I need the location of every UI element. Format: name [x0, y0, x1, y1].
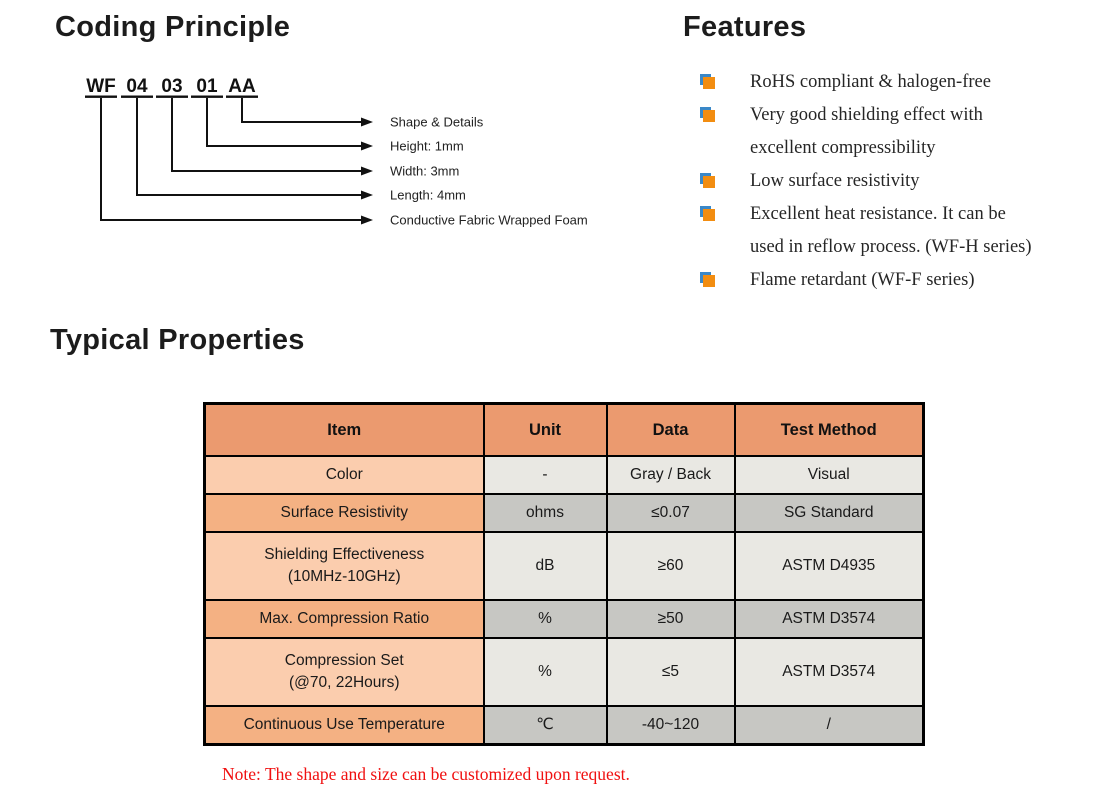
item-cell: Color — [203, 455, 485, 495]
bullet-square-icon — [700, 107, 716, 123]
feature-text: RoHS compliant & halogen-free — [750, 72, 991, 92]
unit-cell: - — [482, 455, 608, 495]
unit-cell: ohms — [482, 493, 608, 533]
test-method-cell: ASTM D3574 — [733, 599, 925, 639]
data-cell: ≤0.07 — [605, 493, 736, 533]
unit-cell: % — [482, 637, 608, 707]
bullet-square-icon — [700, 173, 716, 189]
code-segment: 03 — [161, 76, 182, 97]
data-cell: ≥50 — [605, 599, 736, 639]
header-unit: Unit — [482, 402, 608, 457]
code-segment: AA — [228, 76, 256, 97]
typical-properties-table: Item Unit Data Test Method Color-Gray / … — [203, 402, 925, 746]
test-method-cell: ASTM D3574 — [733, 637, 925, 707]
connector-line — [241, 98, 362, 123]
code-underline — [226, 95, 258, 98]
connector-line — [206, 98, 362, 147]
arrowhead-icon — [361, 190, 373, 200]
diagram-label: Height: 1mm — [390, 139, 464, 154]
bullet-square-icon — [700, 272, 716, 288]
unit-cell: % — [482, 599, 608, 639]
table-row: Continuous Use Temperature℃-40~120/ — [203, 705, 925, 746]
connector-line — [136, 98, 362, 196]
bullet-square-icon — [700, 206, 716, 222]
arrowhead-icon — [361, 166, 373, 176]
table-header-row: Item Unit Data Test Method — [203, 402, 925, 457]
coding-diagram: WF 04 03 01 AA Shape & Details Height: 1… — [85, 76, 588, 228]
arrowhead-icon — [361, 141, 373, 151]
connector-line — [100, 98, 362, 221]
diagram-label: Width: 3mm — [390, 164, 459, 179]
diagram-label: Length: 4mm — [390, 188, 466, 203]
code-segment: 04 — [126, 76, 148, 97]
features-title: Features — [683, 11, 807, 43]
arrowhead-icon — [361, 215, 373, 225]
feature-text: Flame retardant (WF-F series) — [750, 270, 975, 290]
connector-line — [171, 98, 362, 172]
unit-cell: dB — [482, 531, 608, 601]
diagram-label: Conductive Fabric Wrapped Foam — [390, 213, 588, 228]
item-cell: Compression Set(@70, 22Hours) — [203, 637, 485, 707]
item-cell: Surface Resistivity — [203, 493, 485, 533]
bullet-square-icon — [700, 74, 716, 90]
feature-item: Flame retardant (WF-F series) — [700, 264, 1110, 297]
code-segment: 01 — [196, 76, 218, 97]
typical-properties-title: Typical Properties — [50, 324, 305, 356]
item-cell: Max. Compression Ratio — [203, 599, 485, 639]
header-test-method: Test Method — [733, 402, 925, 457]
customization-note: Note: The shape and size can be customiz… — [222, 764, 630, 784]
item-cell: Shielding Effectiveness(10MHz-10GHz) — [203, 531, 485, 601]
code-segment: WF — [86, 76, 116, 97]
data-cell: Gray / Back — [605, 455, 736, 495]
coding-principle-title: Coding Principle — [55, 11, 291, 43]
code-underline — [85, 95, 117, 98]
table-row: Shielding Effectiveness(10MHz-10GHz)dB≥6… — [203, 531, 925, 601]
header-data: Data — [605, 402, 736, 457]
code-underline — [156, 95, 188, 98]
code-underline — [121, 95, 153, 98]
data-cell: -40~120 — [605, 705, 736, 746]
test-method-cell: / — [733, 705, 925, 746]
item-cell: Continuous Use Temperature — [203, 705, 485, 746]
unit-cell: ℃ — [482, 705, 608, 746]
code-underline — [191, 95, 223, 98]
test-method-cell: Visual — [733, 455, 925, 495]
arrowhead-icon — [361, 117, 373, 127]
header-item: Item — [203, 402, 485, 457]
diagram-label: Shape & Details — [390, 115, 484, 130]
data-cell: ≤5 — [605, 637, 736, 707]
data-cell: ≥60 — [605, 531, 736, 601]
test-method-cell: SG Standard — [733, 493, 925, 533]
feature-item: Low surface resistivity — [700, 165, 1110, 198]
feature-item: RoHS compliant & halogen-free — [700, 66, 1110, 99]
test-method-cell: ASTM D4935 — [733, 531, 925, 601]
feature-text: Low surface resistivity — [750, 171, 920, 191]
